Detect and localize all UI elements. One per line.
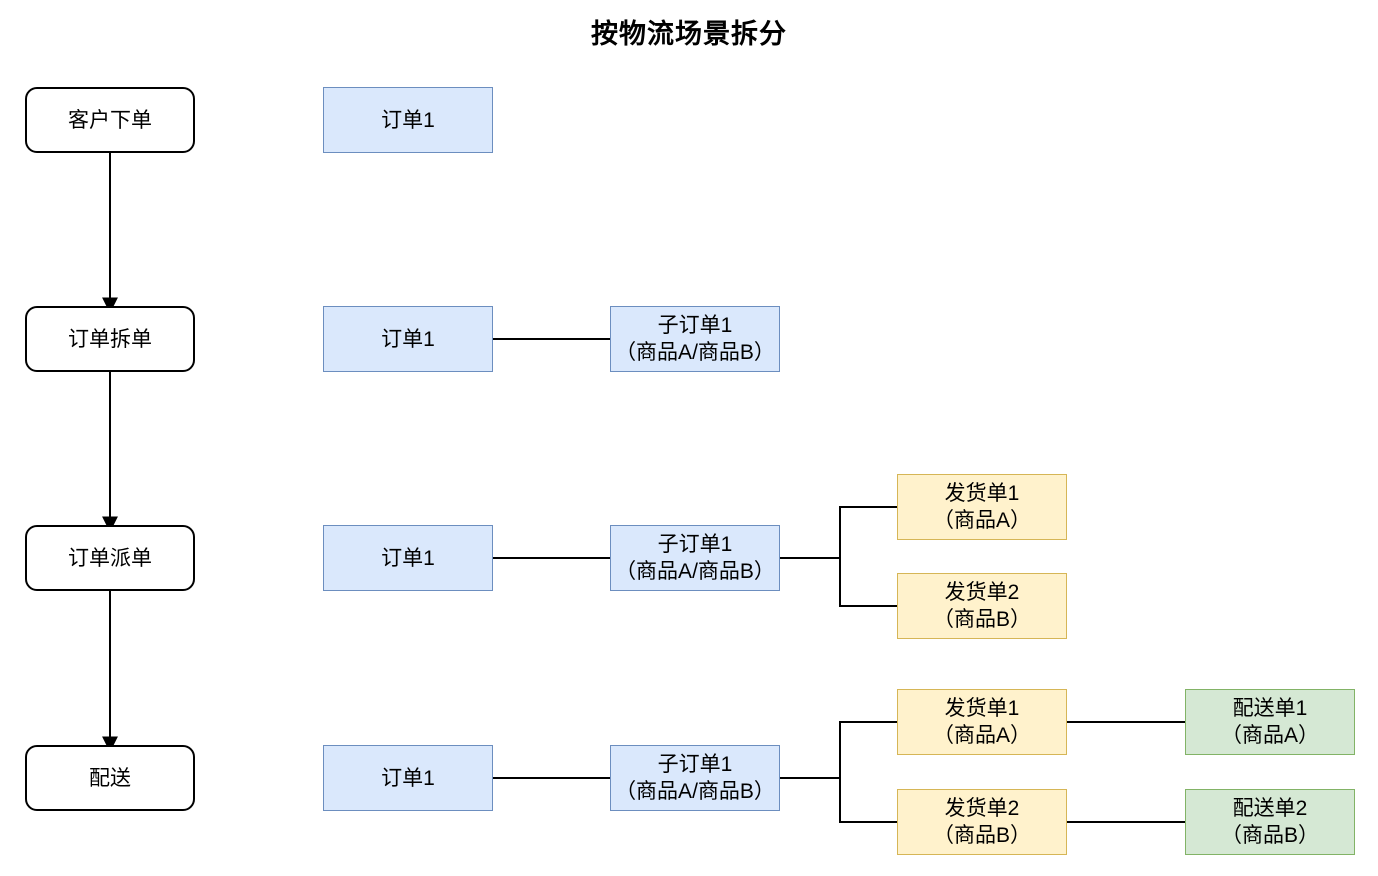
stage-label: 订单拆单 — [68, 327, 152, 351]
node-label: 配送单1 — [1232, 697, 1308, 720]
connector — [780, 721, 897, 779]
node-sublabel: （商品A） — [932, 724, 1031, 747]
stage-label: 客户下单 — [68, 108, 152, 132]
node-sublabel: （商品A/商品B） — [615, 341, 775, 364]
stage-order-dispatch: 订单派单 — [25, 525, 195, 591]
connector — [780, 557, 897, 607]
node-label: 订单1 — [381, 546, 435, 570]
row2-order-node: 订单1 — [323, 306, 493, 372]
row4-shipment2-node: 发货单2 （商品B） — [897, 789, 1067, 855]
row3-suborder-node: 子订单1 （商品A/商品B） — [610, 525, 780, 591]
node-label: 配送单2 — [1232, 797, 1308, 820]
node-sublabel: （商品A） — [932, 509, 1031, 532]
connector — [780, 506, 897, 559]
node-sublabel: （商品B） — [932, 824, 1031, 847]
row4-suborder-node: 子订单1 （商品A/商品B） — [610, 745, 780, 811]
node-label: 订单1 — [381, 108, 435, 132]
row2-suborder-node: 子订单1 （商品A/商品B） — [610, 306, 780, 372]
stage-customer-order: 客户下单 — [25, 87, 195, 153]
node-sublabel: （商品B） — [1220, 824, 1319, 847]
node-label: 发货单2 — [944, 797, 1020, 820]
stage-order-split: 订单拆单 — [25, 306, 195, 372]
node-label: 发货单1 — [944, 697, 1020, 720]
node-sublabel: （商品B） — [932, 608, 1031, 631]
stage-label: 订单派单 — [68, 546, 152, 570]
row3-shipment1-node: 发货单1 （商品A） — [897, 474, 1067, 540]
connector — [780, 777, 897, 823]
row1-order-node: 订单1 — [323, 87, 493, 153]
node-label: 订单1 — [381, 766, 435, 790]
node-label: 子订单1 — [657, 314, 733, 337]
row3-shipment2-node: 发货单2 （商品B） — [897, 573, 1067, 639]
row4-shipment1-node: 发货单1 （商品A） — [897, 689, 1067, 755]
row4-delivery1-node: 配送单1 （商品A） — [1185, 689, 1355, 755]
node-label: 订单1 — [381, 327, 435, 351]
row4-order-node: 订单1 — [323, 745, 493, 811]
node-label: 子订单1 — [657, 533, 733, 556]
node-sublabel: （商品A/商品B） — [615, 780, 775, 803]
node-label: 发货单1 — [944, 482, 1020, 505]
node-label: 子订单1 — [657, 753, 733, 776]
stage-delivery: 配送 — [25, 745, 195, 811]
diagram-title: 按物流场景拆分 — [591, 19, 787, 49]
row3-order-node: 订单1 — [323, 525, 493, 591]
node-label: 发货单2 — [944, 581, 1020, 604]
node-sublabel: （商品A/商品B） — [615, 560, 775, 583]
stage-label: 配送 — [89, 766, 131, 790]
node-sublabel: （商品A） — [1220, 724, 1319, 747]
row4-delivery2-node: 配送单2 （商品B） — [1185, 789, 1355, 855]
